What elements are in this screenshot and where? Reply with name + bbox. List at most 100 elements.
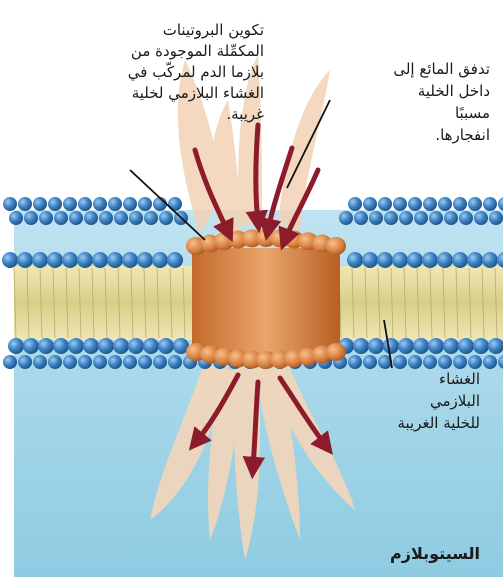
phospholipid-head: [408, 197, 422, 211]
phospholipid-head: [3, 355, 17, 369]
phospholipid-head: [393, 355, 407, 369]
phospholipid-head: [363, 355, 377, 369]
phospholipid-head: [369, 211, 383, 225]
phospholipid-head: [138, 355, 152, 369]
phospholipid-head: [158, 338, 174, 354]
phospholipid-head: [159, 211, 173, 225]
phospholipid-head: [99, 211, 113, 225]
phospholipid-head: [348, 197, 362, 211]
phospholipid-head: [98, 338, 114, 354]
phospholipid-head: [167, 252, 183, 268]
phospholipid-head: [353, 338, 369, 354]
phospholipid-head: [437, 252, 453, 268]
phospholipid-head: [482, 252, 498, 268]
phospholipid-head: [428, 338, 444, 354]
phospholipid-head: [18, 197, 32, 211]
phospholipid-head: [408, 355, 422, 369]
inflow-arrow-2: [256, 125, 258, 222]
phospholipid-head: [414, 211, 428, 225]
phospholipid-head: [83, 338, 99, 354]
phospholipid-head: [78, 355, 92, 369]
phospholipid-head: [123, 197, 137, 211]
phospholipid-head: [423, 197, 437, 211]
phospholipid-head: [48, 355, 62, 369]
phospholipid-head: [77, 252, 93, 268]
phospholipid-head: [398, 338, 414, 354]
label-plasma-membrane: الغشاء البلازمي للخلية الغريبة: [330, 368, 480, 434]
phospholipid-head: [33, 197, 47, 211]
phospholipid-head: [107, 252, 123, 268]
phospholipid-head: [24, 211, 38, 225]
phospholipid-head: [47, 252, 63, 268]
phospholipid-head: [18, 355, 32, 369]
phospholipid-head: [93, 197, 107, 211]
phospholipid-head: [458, 338, 474, 354]
phospholipid-head: [152, 252, 168, 268]
phospholipid-head: [362, 252, 378, 268]
phospholipid-head: [33, 355, 47, 369]
phospholipid-head: [348, 355, 362, 369]
phospholipid-head: [347, 252, 363, 268]
phospholipid-head: [137, 252, 153, 268]
phospholipid-head: [93, 355, 107, 369]
phospholipid-head: [69, 211, 83, 225]
phospholipid-head: [168, 197, 182, 211]
phospholipid-head: [423, 355, 437, 369]
phospholipid-head: [39, 211, 53, 225]
complement-protein-subunit: [326, 343, 346, 361]
phospholipid-head: [407, 252, 423, 268]
phospholipid-head: [128, 338, 144, 354]
phospholipid-head: [32, 252, 48, 268]
phospholipid-head: [8, 338, 24, 354]
phospholipid-head: [377, 252, 393, 268]
phospholipid-head: [78, 197, 92, 211]
label-complement-proteins: تكوين البروتينات المكمِّلة الموجودة من ب…: [24, 20, 264, 125]
phospholipid-head: [422, 252, 438, 268]
phospholipid-head: [84, 211, 98, 225]
phospholipid-head: [339, 211, 353, 225]
phospholipid-head: [113, 338, 129, 354]
phospholipid-head: [62, 252, 78, 268]
label-fluid-flow: تدفق المائع إلى داخل الخلية مسببًا انفجا…: [340, 58, 490, 146]
phospholipid-head: [453, 197, 467, 211]
phospholipid-head: [108, 355, 122, 369]
phospholipid-head: [392, 252, 408, 268]
phospholipid-head: [114, 211, 128, 225]
phospholipid-head: [63, 197, 77, 211]
phospholipid-head: [17, 252, 33, 268]
phospholipid-head: [123, 355, 137, 369]
phospholipid-head: [384, 211, 398, 225]
phospholipid-head: [144, 211, 158, 225]
phospholipid-head: [438, 355, 452, 369]
phospholipid-head: [143, 338, 159, 354]
phospholipid-head: [354, 211, 368, 225]
phospholipid-head: [68, 338, 84, 354]
phospholipid-head: [438, 197, 452, 211]
phospholipid-head: [483, 355, 497, 369]
phospholipid-head: [468, 197, 482, 211]
phospholipid-head: [108, 197, 122, 211]
phospholipid-head: [393, 197, 407, 211]
phospholipid-head: [168, 355, 182, 369]
phospholipid-head: [92, 252, 108, 268]
phospholipid-head: [443, 338, 459, 354]
phospholipid-head: [129, 211, 143, 225]
phospholipid-head: [489, 211, 503, 225]
pore-protein-channel: [192, 248, 340, 358]
phospholipid-head: [38, 338, 54, 354]
phospholipid-head: [399, 211, 413, 225]
phospholipid-head: [444, 211, 458, 225]
phospholipid-head: [63, 355, 77, 369]
phospholipid-head: [54, 211, 68, 225]
phospholipid-head: [23, 338, 39, 354]
left-margin: [0, 0, 14, 577]
phospholipid-head: [452, 252, 468, 268]
phospholipid-head: [429, 211, 443, 225]
phospholipid-head: [122, 252, 138, 268]
complement-protein-subunit: [326, 237, 346, 255]
phospholipid-head: [138, 197, 152, 211]
phospholipid-head: [413, 338, 429, 354]
phospholipid-head: [53, 338, 69, 354]
phospholipid-head: [474, 211, 488, 225]
phospholipid-head: [378, 197, 392, 211]
